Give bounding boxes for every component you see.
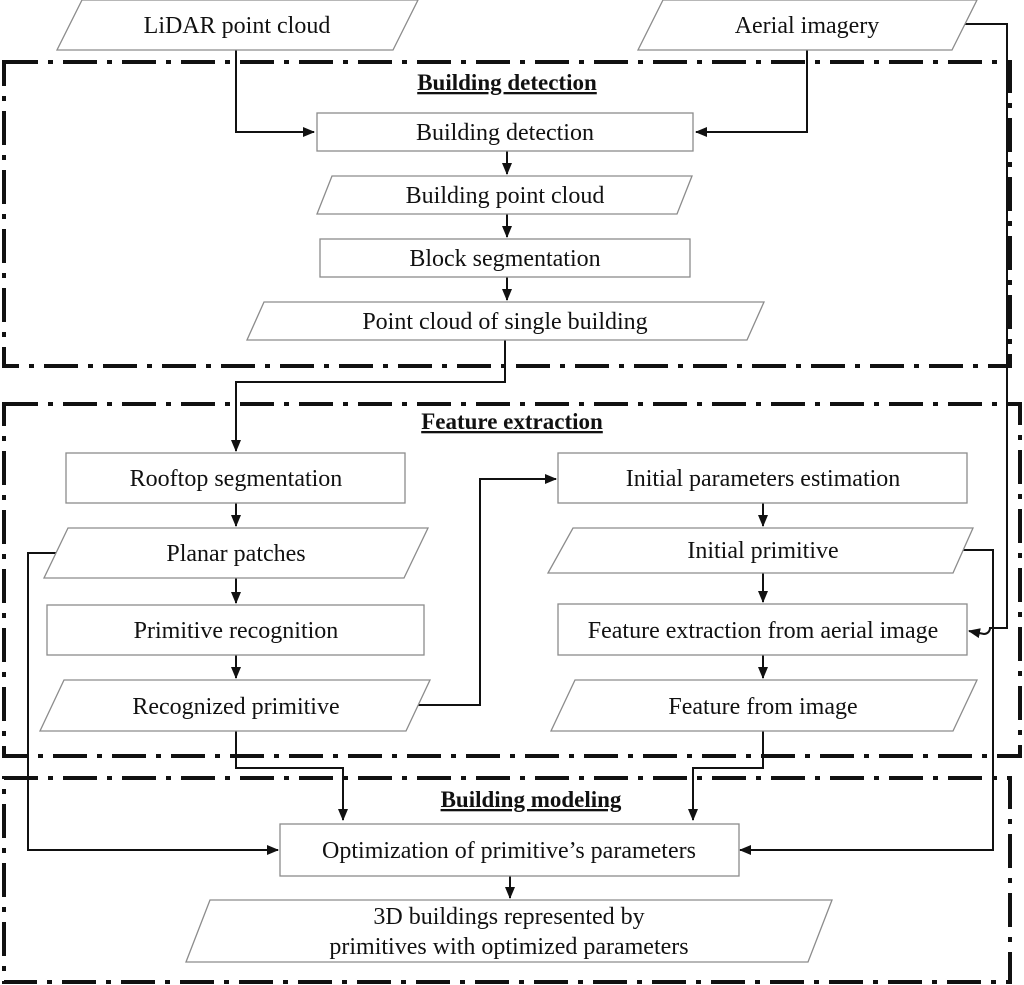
node-building-point-cloud: Building point cloud: [316, 175, 693, 215]
edge-planar-to-optimization: [27, 552, 279, 855]
svg-text:Aerial imagery: Aerial imagery: [735, 13, 880, 39]
svg-text:LiDAR point cloud: LiDAR point cloud: [144, 13, 331, 39]
svg-text:3D buildings represented by: 3D buildings represented by: [373, 904, 644, 930]
svg-text:Planar patches: Planar patches: [166, 541, 305, 567]
node-optimization: Optimization of primitive’s parameters: [279, 823, 740, 877]
svg-text:Feature from image: Feature from image: [668, 694, 857, 720]
svg-text:Initial primitive: Initial primitive: [687, 538, 838, 564]
edge-lidar-to-detection: [235, 50, 315, 137]
svg-text:Building detection: Building detection: [416, 120, 594, 146]
svg-text:Initial parameters estimation: Initial parameters estimation: [626, 466, 901, 492]
section-frame-extraction: [2, 402, 1022, 758]
edge-recognized-to-optimization: [235, 731, 348, 821]
node-building-detection: Building detection: [316, 112, 694, 152]
svg-text:Point cloud of single building: Point cloud of single building: [362, 309, 647, 335]
edge-feature-to-optimization: [688, 731, 764, 821]
edge-recognized-to-initial-params: [418, 474, 557, 706]
section-frame-detection: [2, 60, 1012, 368]
node-lidar: LiDAR point cloud: [55, 0, 419, 51]
svg-text:Primitive recognition: Primitive recognition: [134, 618, 339, 644]
svg-text:Rooftop segmentation: Rooftop segmentation: [130, 466, 343, 492]
section-title-extraction: Feature extraction: [421, 409, 603, 434]
node-initial-primitive: Initial primitive: [546, 527, 975, 574]
svg-text:Feature extraction from aerial: Feature extraction from aerial image: [588, 618, 939, 644]
edge-aerial-to-feature-extraction: [960, 23, 1008, 639]
node-feature-extraction-aerial: Feature extraction from aerial image: [557, 603, 968, 656]
node-single-building: Point cloud of single building: [245, 301, 766, 341]
node-initial-parameters: Initial parameters estimation: [557, 452, 968, 504]
node-rooftop-segmentation: Rooftop segmentation: [65, 452, 406, 504]
section-title-detection: Building detection: [417, 70, 597, 95]
edge-initial-primitive-to-optimization: [739, 549, 994, 855]
node-aerial: Aerial imagery: [636, 0, 978, 51]
node-primitive-recognition: Primitive recognition: [46, 604, 425, 656]
node-block-segmentation: Block segmentation: [319, 238, 691, 278]
section-title-modeling: Building modeling: [441, 787, 622, 812]
svg-text:Block segmentation: Block segmentation: [409, 246, 600, 272]
edges: [27, 23, 1008, 899]
node-planar-patches: Planar patches: [42, 527, 430, 579]
svg-text:primitives with optimized para: primitives with optimized parameters: [329, 934, 688, 960]
node-recognized-primitive: Recognized primitive: [38, 679, 432, 732]
svg-text:Building point cloud: Building point cloud: [406, 183, 605, 209]
node-output: 3D buildings represented by primitives w…: [185, 899, 833, 963]
svg-text:Recognized primitive: Recognized primitive: [132, 694, 339, 720]
node-feature-from-image: Feature from image: [549, 679, 979, 732]
edge-aerial-to-detection: [695, 50, 808, 137]
section-frame-modeling: [2, 776, 1012, 984]
svg-text:Optimization of primitive’s pa: Optimization of primitive’s parameters: [322, 838, 696, 864]
edge-single-to-rooftop: [231, 340, 506, 452]
